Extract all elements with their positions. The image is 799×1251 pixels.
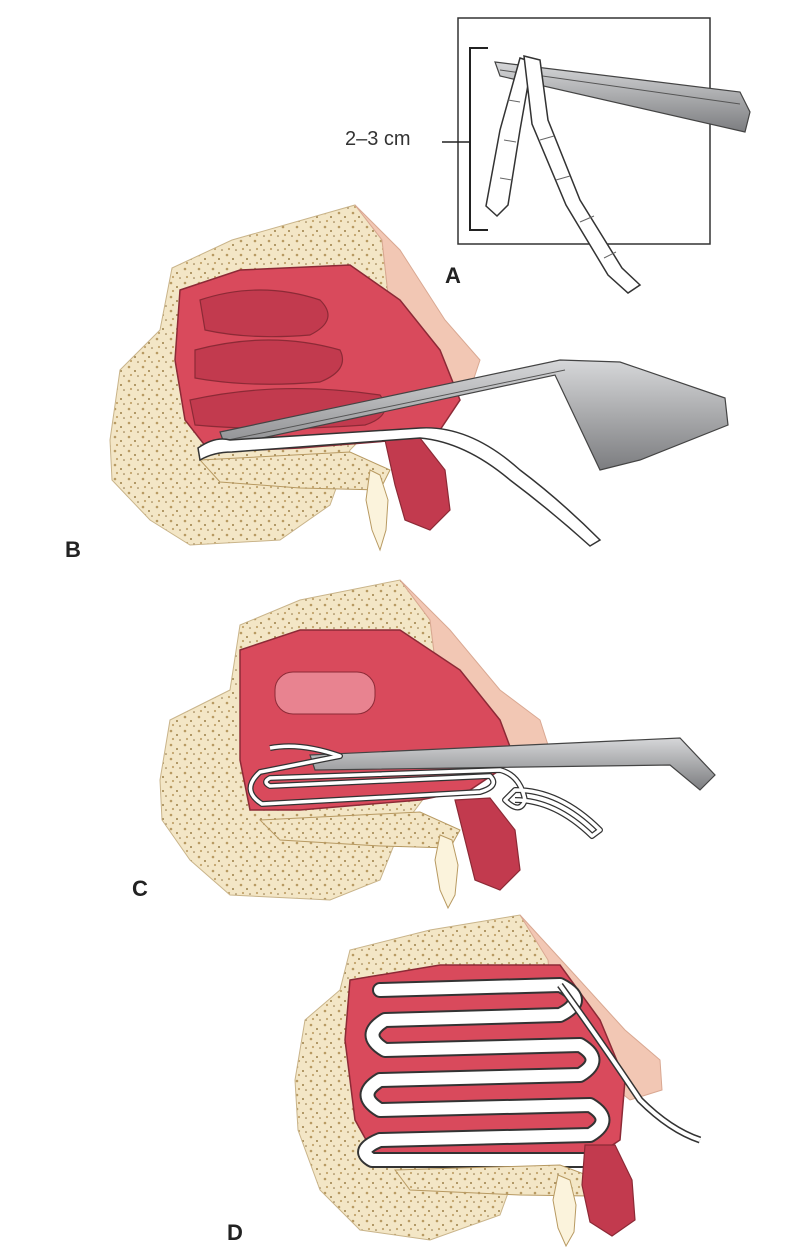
panel-b-tooth (365, 469, 389, 552)
panel-b-lip (384, 437, 451, 531)
panel-b-forceps (219, 359, 729, 471)
panel-d-lip (581, 1144, 636, 1237)
panel-b-label: B (65, 537, 81, 562)
panel-c-lip (454, 797, 521, 891)
panel-d-label: D (227, 1220, 243, 1245)
panel-c-forceps (309, 737, 716, 791)
measurement-bracket (469, 47, 488, 231)
measurement-label: 2–3 cm (345, 128, 411, 150)
panel-b-gauze-strip (197, 427, 602, 547)
panel-c-tooth (434, 834, 459, 910)
panel-d-tooth (552, 1174, 577, 1248)
panel-b-turbinate-middle (194, 339, 344, 385)
panel-b-turbinate-upper (199, 289, 329, 338)
panel-c-label: C (132, 876, 148, 901)
panel-b-anatomy (109, 204, 729, 552)
panel-c-turbinate-hatched (274, 671, 376, 715)
gauze-strip-long (523, 55, 642, 294)
panel-a-label: A (445, 263, 461, 288)
panel-c-anatomy (159, 579, 716, 910)
panel-d-anatomy (294, 914, 702, 1248)
forceps-a (494, 61, 751, 133)
panel-a-inset (442, 17, 751, 294)
